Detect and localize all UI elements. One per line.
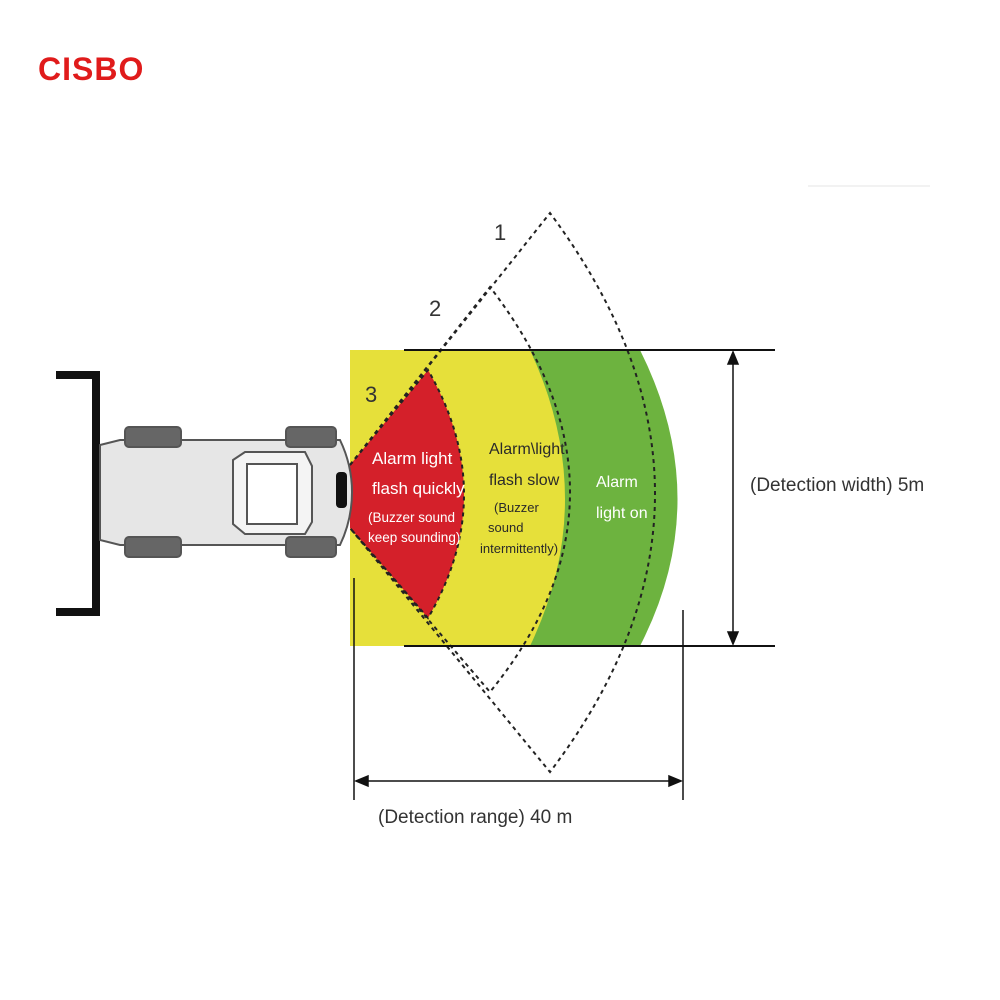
zone-3-line-1: Alarm light [372,449,453,468]
forklift-top-view-icon [56,371,354,616]
detection-width-label: (Detection width) 5m [750,475,924,496]
radar-sensor-icon [336,472,347,508]
zone-1-line-1: Alarm [596,474,638,491]
sector-1-number: 1 [494,220,506,245]
wheel-rear-left [285,426,337,448]
wheel-front-right [124,536,182,558]
zone-1-text: Alarm light on [596,474,648,522]
zone-3-text: Alarm light flash quickly (Buzzer sound … [368,449,465,545]
zone-1-line-2: light on [596,505,648,522]
zone-2-line-4: sound [488,520,523,535]
brand-logo: CISBO [38,51,144,87]
forklift-body [99,439,354,546]
zone-fills [350,350,678,646]
sector-2-number: 2 [429,296,441,321]
sector-2-outline [349,285,571,694]
wheel-rear-right [285,536,337,558]
range-dimension-arrow [353,578,684,800]
width-band-lines [404,349,775,647]
sector-1-outline [349,211,656,774]
width-dimension-arrow [726,350,740,646]
zone-2-line-3: (Buzzer [494,500,539,515]
cab-roof [246,463,298,525]
fork-carriage [56,371,100,616]
zone-3-line-3: (Buzzer sound [368,510,455,525]
zone-2-line-5: intermittently) [480,541,558,556]
detection-range-label: (Detection range) 40 m [378,807,572,828]
sector-3-outline [349,368,465,620]
zone-2-line-2: flash slow [489,472,560,489]
wheel-front-left [124,426,182,448]
sector-outlines [349,211,656,774]
zone-3-line-4: keep sounding) [368,530,460,545]
zone-3-area [350,370,464,618]
zone-2-line-1: Alarm\light [489,441,565,458]
zone-2-text: Alarm\light flash slow (Buzzer sound int… [480,441,565,556]
zone-3-line-2: flash quickly [372,479,465,498]
sector-3-number: 3 [365,382,377,407]
